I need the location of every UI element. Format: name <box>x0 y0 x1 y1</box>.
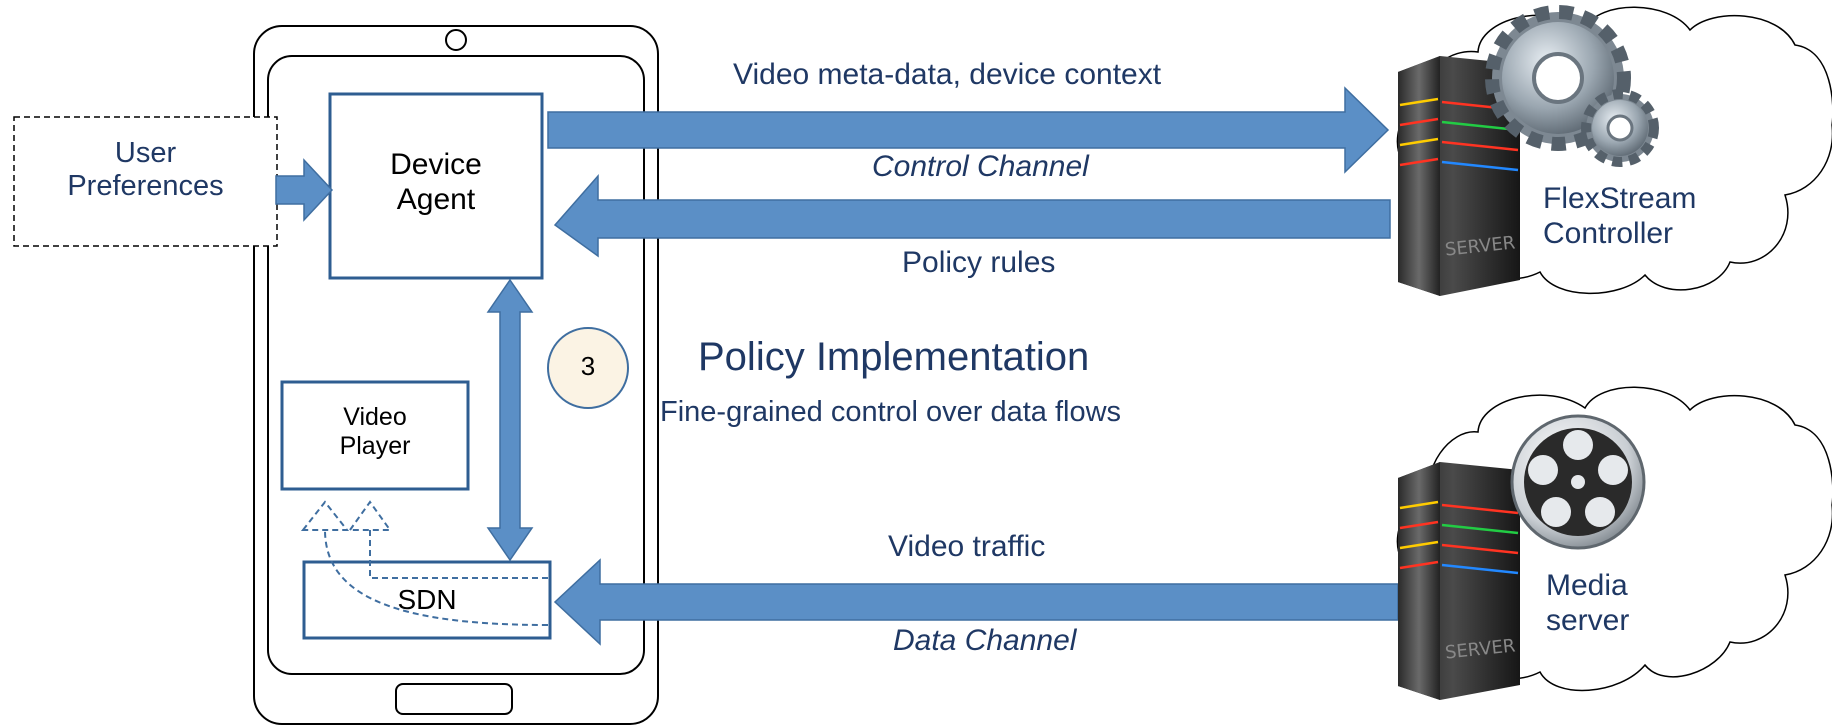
gears-icon <box>1485 5 1659 167</box>
flow-arrow-inner <box>348 500 548 579</box>
preferences-arrow <box>275 158 334 222</box>
device-agent-box <box>328 92 544 280</box>
phone-home-button <box>395 683 513 715</box>
video-traffic-arrow <box>553 558 1399 646</box>
step-number: 3 <box>580 351 596 381</box>
sdn-label: SDN <box>397 584 457 615</box>
film-reel-icon <box>1510 414 1646 550</box>
policy-subtitle: Fine-grained control over data flows <box>660 396 1122 428</box>
phone-camera <box>445 29 467 51</box>
video-traffic-label: Video traffic <box>888 530 1046 563</box>
policy-rules-label: Policy rules <box>902 246 1056 279</box>
metadata-arrow <box>547 86 1390 174</box>
control-channel-label: Control Channel <box>872 150 1089 183</box>
step-circle <box>547 327 629 409</box>
data-channel-label: Data Channel <box>893 624 1077 657</box>
sdn-box <box>302 560 552 640</box>
policy-title: Policy Implementation <box>698 335 1090 379</box>
user-preferences-box <box>13 116 278 247</box>
video-player-box <box>280 380 470 491</box>
metadata-label: Video meta-data, device context <box>733 58 1162 91</box>
flow-arrow-outer <box>300 500 549 626</box>
controller-server-icon: SERVER <box>1398 56 1520 296</box>
policy-rules-arrow <box>553 174 1391 258</box>
agent-sdn-arrow <box>486 278 534 562</box>
media-server-icon: SERVER <box>1398 462 1520 700</box>
